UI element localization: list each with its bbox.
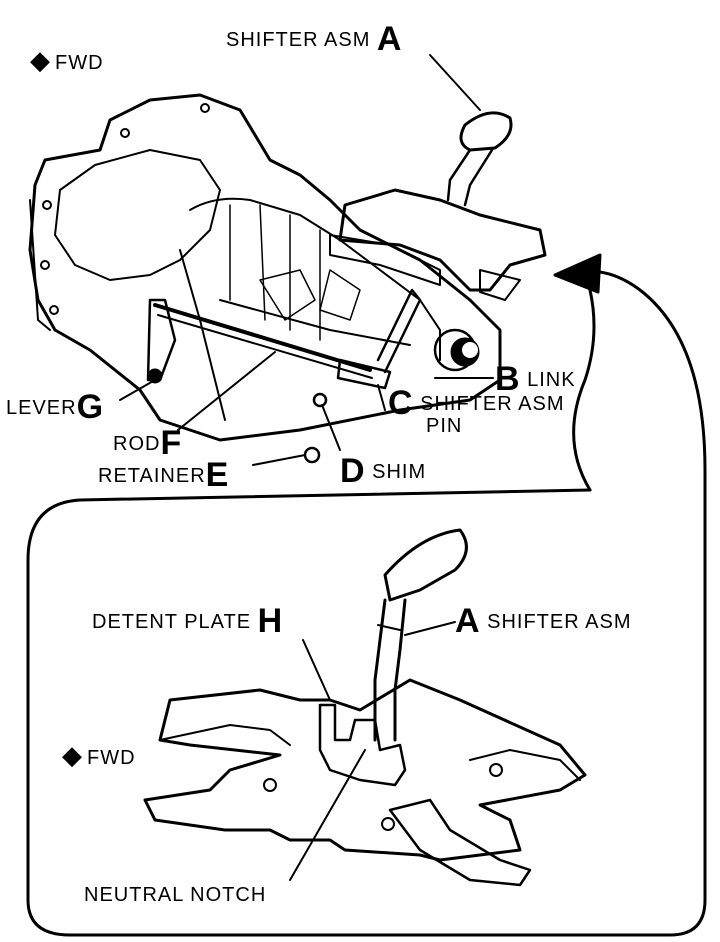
- label-text-line2: PIN: [426, 415, 463, 437]
- fwd-label: FWD: [55, 52, 104, 74]
- label-text: SHIFTER ASM: [487, 611, 632, 633]
- label-text-line1: SHIFTER ASM: [420, 393, 565, 415]
- linkage-rod: [146, 288, 422, 464]
- label-text: DETENT PLATE: [92, 611, 252, 633]
- inset-frame-arrow: [553, 253, 602, 294]
- transmission-housing: [28, 93, 502, 442]
- label-letter: C: [388, 384, 414, 422]
- label-text: NEUTRAL NOTCH: [84, 884, 267, 906]
- label-detent-plate-h: DETENT PLATE H: [92, 602, 283, 641]
- label-text: SHIFTER ASM: [226, 29, 371, 51]
- fwd-arrow-icon: ◆: [62, 740, 83, 770]
- label-letter: H: [257, 602, 284, 640]
- label-lever-g: LEVERG: [6, 388, 104, 427]
- fwd-label: FWD: [87, 747, 136, 769]
- label-text: ROD: [113, 433, 161, 455]
- label-neutral-notch: NEUTRAL NOTCH: [84, 884, 266, 907]
- label-letter: A: [455, 602, 481, 640]
- label-shifter-asm-a: SHIFTER ASM A: [226, 20, 402, 59]
- fwd-indicator-top: ◆FWD: [30, 45, 104, 76]
- inset-shifter-assembly: [143, 528, 587, 887]
- label-text: LEVER: [6, 397, 77, 419]
- label-text: RETAINER: [98, 465, 206, 487]
- fwd-indicator-inset: ◆FWD: [62, 740, 136, 771]
- label-link-b: B LINK: [495, 360, 576, 399]
- leader-lines-top: [119, 54, 494, 466]
- label-letter: E: [205, 456, 230, 494]
- label-letter: A: [376, 20, 403, 58]
- fwd-arrow-icon: ◆: [30, 45, 51, 75]
- label-letter: G: [76, 388, 105, 426]
- inset-frame: [26, 270, 707, 937]
- label-text: LINK: [527, 369, 576, 391]
- shifter-assembly-top: [329, 111, 547, 301]
- leader-lines-inset: [289, 621, 456, 881]
- label-shifter-asm-a-inset: A SHIFTER ASM: [455, 602, 631, 641]
- label-letter: F: [160, 424, 183, 462]
- label-shim-d: D SHIM: [340, 452, 426, 491]
- label-retainer-e: RETAINERE: [98, 456, 229, 495]
- label-letter: D: [340, 452, 366, 490]
- label-letter: B: [495, 360, 521, 398]
- label-text: SHIM: [372, 461, 427, 483]
- label-rod-f: RODF: [113, 424, 182, 463]
- label-shifter-asm-pin-c: C SHIFTER ASM PIN: [388, 386, 565, 437]
